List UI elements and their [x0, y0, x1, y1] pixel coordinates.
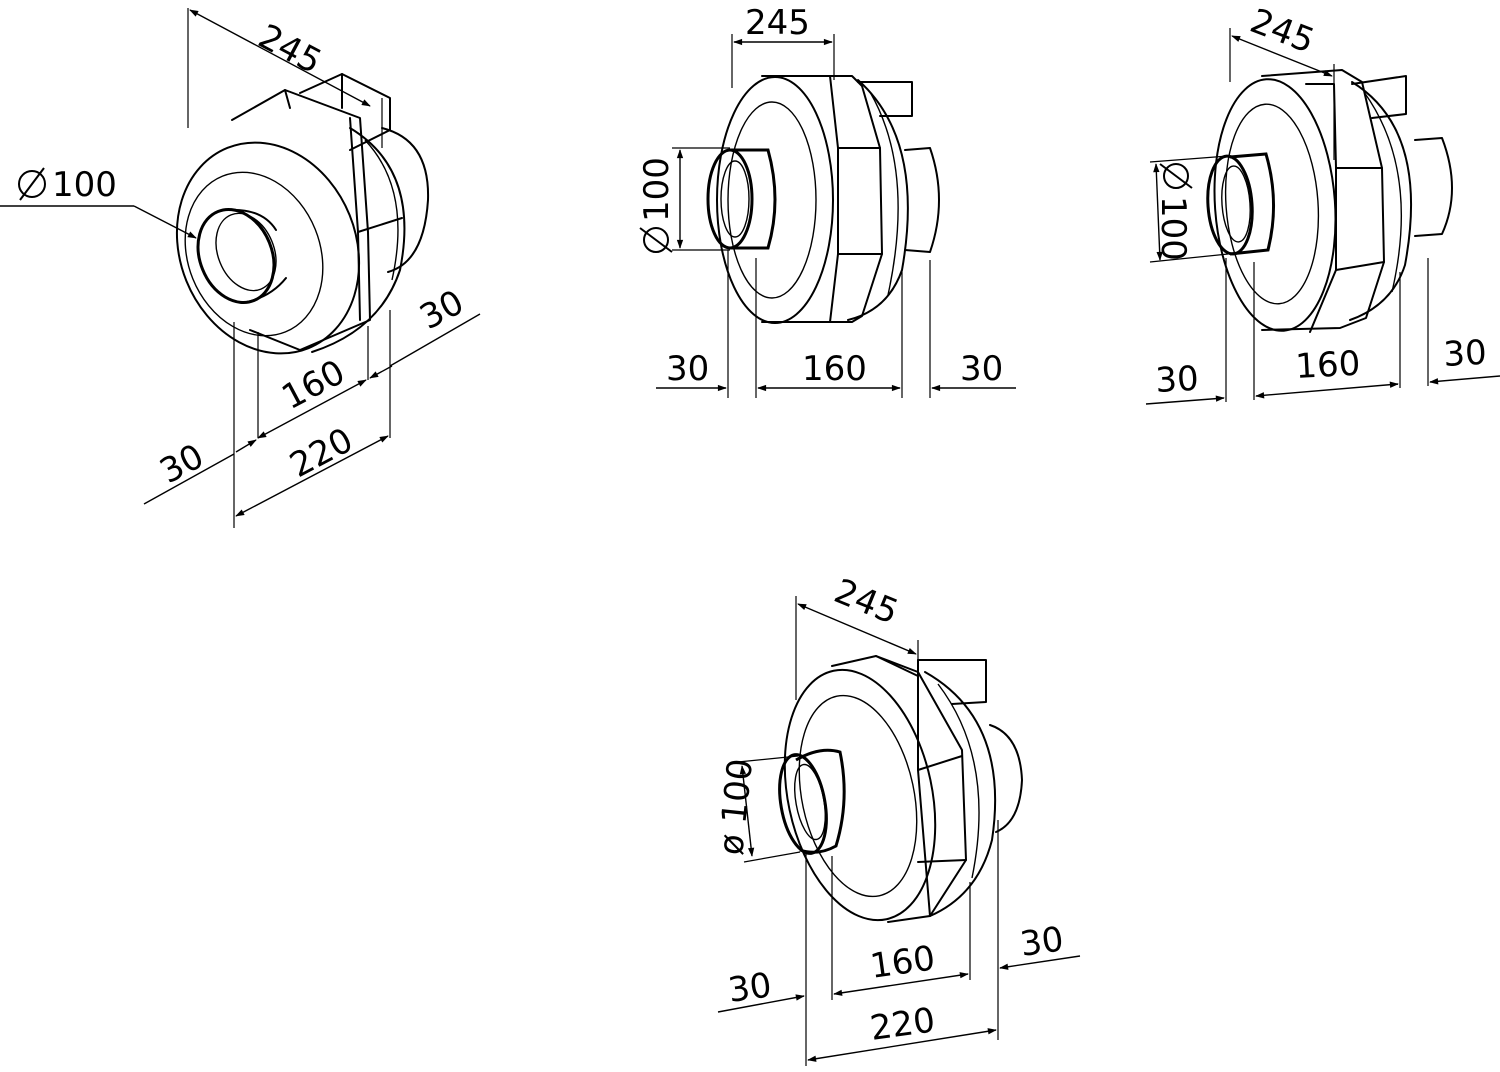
dim-245-label: 245	[1245, 1, 1320, 62]
dim-160-label: 160	[1294, 344, 1361, 387]
dim-245-label: 245	[829, 571, 904, 632]
fan-body-4	[778, 655, 1023, 923]
fan-view-4: 245 ø 100 30 160 30 220	[711, 571, 1081, 1066]
dim-30-right-label: 30	[960, 349, 1003, 389]
dimensions-2	[656, 34, 1016, 398]
dim-30-left-label: 30	[153, 436, 210, 492]
diameter-symbol-icon	[1159, 163, 1193, 189]
dimensions-1	[0, 8, 481, 528]
dim-30-right-label: 30	[1442, 333, 1487, 375]
fan-view-2: 245 100 30 160 30	[637, 3, 1016, 398]
labels-3: 245 100 30 160 30	[1153, 1, 1488, 401]
fan-view-1: 245 100 30 160 30 220	[0, 8, 481, 528]
labels-2: 245 100 30 160 30	[637, 3, 1003, 389]
fan-body-2	[706, 75, 940, 324]
dim-30-left-label: 30	[666, 349, 709, 389]
dimensions-3	[1145, 28, 1500, 405]
dim-160-label: 160	[802, 349, 867, 389]
dim-diameter-label: ø 100	[711, 757, 761, 857]
dim-30-right-label: 30	[413, 282, 470, 338]
dim-220-label: 220	[868, 1000, 938, 1049]
dim-160-label: 160	[868, 938, 938, 987]
dim-30-left-label: 30	[726, 965, 774, 1011]
fan-view-3: 245 100 30 160 30	[1145, 1, 1500, 405]
diameter-symbol-icon	[639, 227, 673, 253]
diameter-symbol-icon	[18, 167, 46, 201]
dim-245-label: 245	[745, 3, 810, 43]
dim-245-label: 245	[252, 17, 328, 83]
dim-diameter-label: 100	[52, 165, 117, 205]
dim-diameter-label: 100	[637, 157, 677, 222]
dim-diameter-label: 100	[1153, 196, 1193, 261]
dim-30-right-label: 30	[1018, 919, 1066, 965]
dim-30-left-label: 30	[1154, 359, 1199, 401]
dim-220-label: 220	[283, 420, 359, 486]
dimensions-4	[717, 596, 1081, 1066]
fan-body-3	[1206, 69, 1453, 333]
